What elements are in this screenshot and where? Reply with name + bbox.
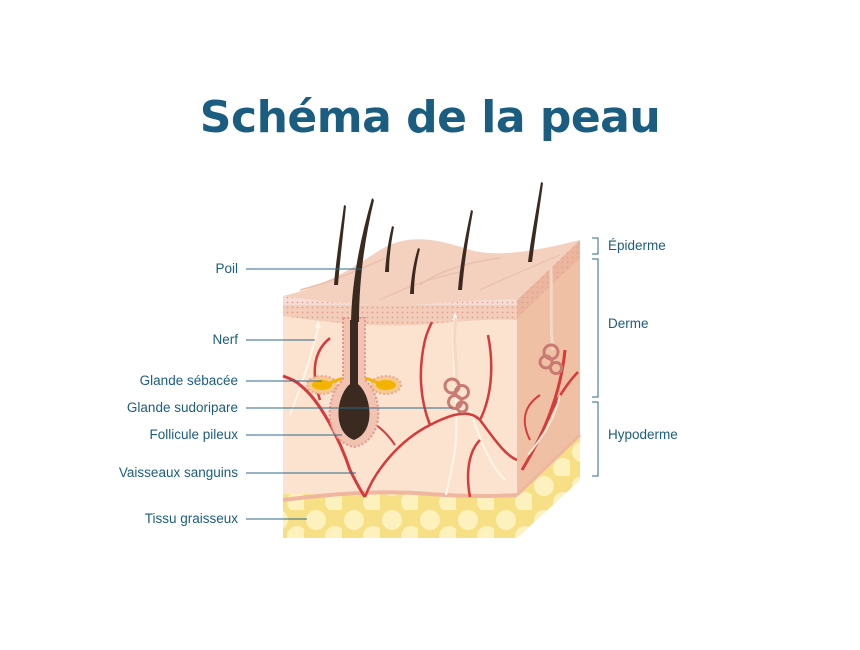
label-follicule-pileux: Follicule pileux — [149, 427, 238, 442]
hairs — [334, 182, 543, 322]
sweat-gland — [443, 317, 470, 414]
sebaceous-gland — [306, 375, 402, 395]
front-face — [282, 296, 518, 538]
hair-follicle — [328, 317, 380, 449]
sweat-gland-side — [538, 264, 563, 375]
leader-lines — [246, 268, 452, 520]
label-epiderme: Épiderme — [608, 238, 666, 253]
label-hypoderme: Hypoderme — [608, 427, 678, 442]
blood-vessels — [282, 321, 518, 498]
label-nerf: Nerf — [212, 332, 238, 347]
side-face — [515, 240, 582, 538]
label-derme: Derme — [608, 316, 649, 331]
label-glande-sudoripare: Glande sudoripare — [126, 400, 238, 415]
label-poil: Poil — [215, 261, 238, 276]
layer-brackets — [592, 237, 599, 477]
page-title: Schéma de la peau — [199, 92, 661, 143]
label-vaisseaux-sanguins: Vaisseaux sanguins — [118, 465, 238, 480]
label-glande-sebacee: Glande sébacée — [139, 373, 238, 388]
label-tissu-graisseux: Tissu graisseux — [144, 511, 238, 526]
